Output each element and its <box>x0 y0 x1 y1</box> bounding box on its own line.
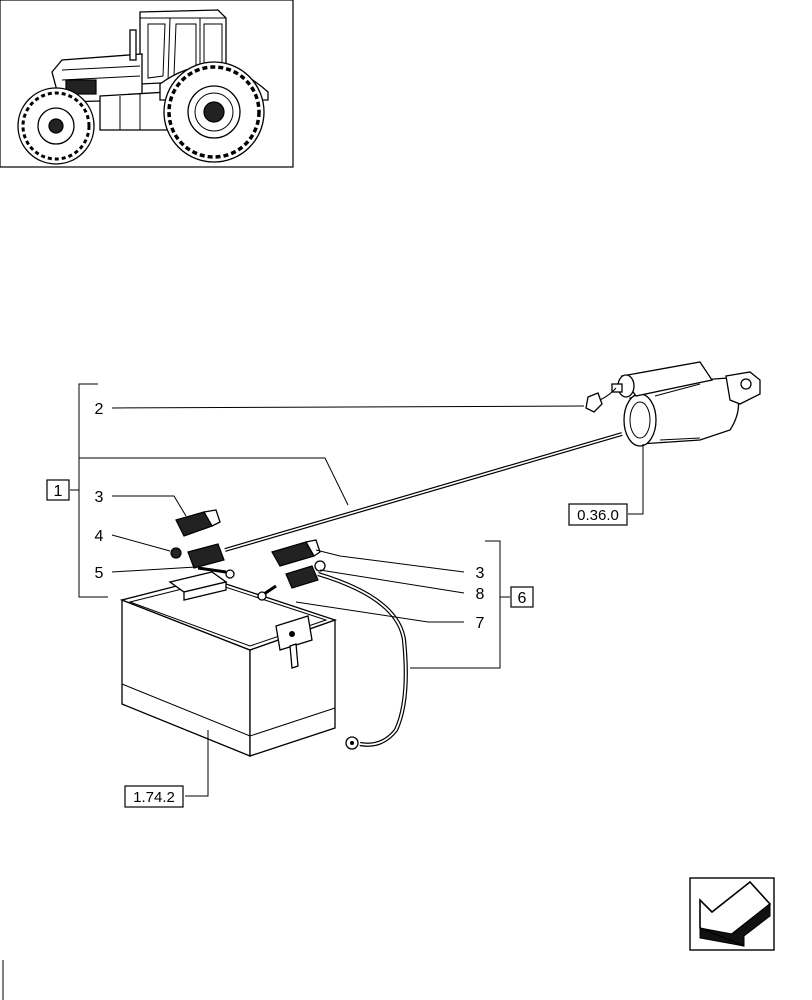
tractor-thumbnail-icon <box>17 9 269 165</box>
callout-4: 4 <box>95 528 104 545</box>
battery <box>119 571 338 757</box>
reference-starter[interactable]: 0.36.0 <box>568 503 628 526</box>
callout-3-right: 3 <box>476 565 485 582</box>
reference-battery-label: 1.74.2 <box>133 789 175 806</box>
tractor-thumbnail <box>0 0 294 168</box>
ground-cable <box>317 571 408 750</box>
previous-page-arrow-icon <box>699 880 772 947</box>
kit-1-label: 1 <box>54 483 63 500</box>
kit-6-label: 6 <box>518 590 527 607</box>
reference-starter-label: 0.36.0 <box>577 507 619 524</box>
previous-page-button[interactable] <box>689 877 775 951</box>
callout-7: 7 <box>476 615 485 632</box>
callout-3-left: 3 <box>95 489 104 506</box>
callout-numbers: 2 3 4 5 3 8 7 <box>95 401 485 632</box>
leader-lines <box>111 405 644 797</box>
positive-cable <box>224 432 623 552</box>
callout-8: 8 <box>476 586 485 603</box>
callout-2: 2 <box>95 401 104 418</box>
terminal-parts-right <box>257 539 326 601</box>
kit-6-bracket: 6 <box>410 540 534 669</box>
reference-battery[interactable]: 1.74.2 <box>124 785 184 808</box>
terminal-parts-left <box>170 509 235 579</box>
callout-5: 5 <box>95 565 104 582</box>
starter-motor <box>585 361 761 447</box>
kit-1-bracket: 1 <box>46 383 349 598</box>
